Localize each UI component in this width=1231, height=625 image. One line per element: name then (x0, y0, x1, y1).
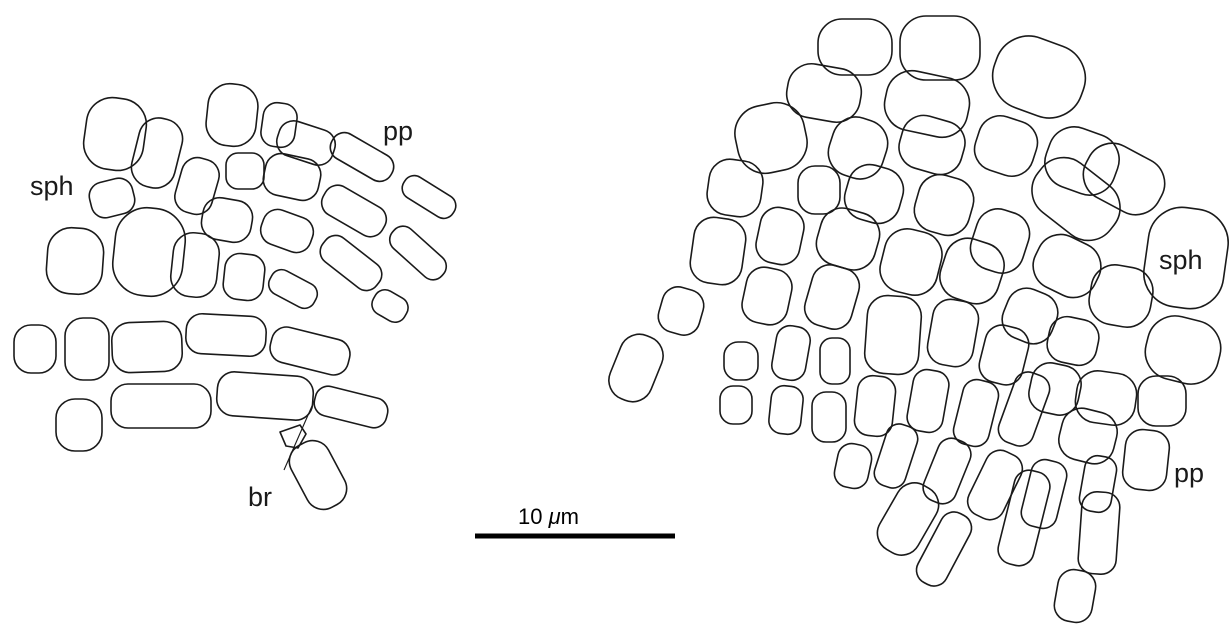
cell (110, 205, 189, 300)
cell (704, 157, 765, 220)
label-pp-left: pp (383, 116, 413, 146)
cell (812, 392, 846, 442)
label-pp-right: pp (1174, 458, 1204, 488)
cell (1138, 376, 1186, 426)
cell (925, 297, 982, 370)
cell (753, 204, 808, 268)
label-br: br (248, 482, 272, 512)
cell (919, 434, 975, 508)
scale-unit-symbol: μ (548, 504, 561, 529)
cell (1025, 226, 1109, 305)
cell (912, 507, 977, 591)
cell (260, 151, 324, 204)
cell (86, 175, 137, 221)
cell (839, 159, 908, 228)
cell (768, 384, 805, 435)
cell (56, 399, 102, 451)
cell (1139, 310, 1226, 390)
cell (111, 384, 211, 428)
scale-number: 10 (518, 504, 549, 529)
cell (169, 231, 221, 299)
label-sph-right: sph (1159, 245, 1203, 275)
cell (996, 282, 1064, 350)
scale-bar: 10 μm (475, 504, 675, 536)
cell (1021, 146, 1132, 251)
cell (969, 110, 1043, 182)
cell (724, 342, 758, 380)
cell (398, 171, 460, 222)
left-specimen: sph pp br (14, 82, 460, 516)
cell (1052, 567, 1098, 625)
scale-unit-suffix: m (561, 504, 579, 529)
cell (905, 367, 951, 434)
cell (222, 252, 267, 302)
cell (368, 286, 412, 327)
cell (720, 386, 752, 424)
cell (265, 266, 321, 312)
cell (111, 321, 183, 373)
cell (934, 232, 1010, 310)
cell (995, 467, 1053, 569)
cell (603, 328, 669, 408)
cell (1074, 134, 1174, 224)
cell (739, 264, 796, 328)
cell (770, 323, 813, 382)
cell (315, 230, 387, 296)
cell (783, 60, 865, 126)
left-cell-filaments (14, 82, 460, 516)
cell (730, 97, 813, 178)
cell (963, 445, 1028, 525)
cell (965, 203, 1036, 279)
cell (259, 101, 299, 149)
cell (256, 205, 317, 257)
cell (871, 421, 921, 492)
cell (385, 221, 451, 284)
cell (1044, 313, 1102, 368)
cell (311, 383, 390, 430)
cell (894, 110, 970, 180)
cell (1085, 261, 1156, 331)
cell (798, 166, 840, 214)
cell (226, 153, 264, 189)
right-cell-filaments (603, 16, 1231, 625)
cell (317, 180, 392, 242)
br-leader-line (284, 406, 312, 470)
cell (273, 117, 339, 169)
cell (983, 26, 1095, 127)
cell (45, 226, 105, 296)
cell (14, 325, 56, 373)
cell (688, 215, 749, 288)
cell (1073, 368, 1140, 428)
cell (800, 261, 863, 334)
cell (1077, 491, 1121, 575)
cell (1018, 457, 1069, 532)
label-sph-left: sph (30, 171, 74, 201)
cell (909, 169, 979, 240)
cell (976, 322, 1033, 389)
cell (820, 338, 850, 384)
cell (171, 154, 223, 218)
cell (875, 224, 947, 300)
cell (654, 283, 707, 339)
cell (951, 377, 1002, 450)
scale-bar-label: 10 μm (518, 504, 579, 529)
cell (880, 66, 975, 142)
cell (65, 318, 109, 380)
cell (267, 324, 353, 378)
right-specimen: sph pp (603, 16, 1231, 625)
cell (994, 368, 1053, 450)
cell (199, 195, 256, 245)
cell (863, 294, 922, 376)
cell (832, 441, 874, 491)
cell (1121, 428, 1171, 492)
cell (185, 313, 267, 357)
cell (216, 371, 315, 422)
cell (870, 476, 945, 562)
cell (127, 114, 187, 193)
cell (204, 82, 260, 149)
